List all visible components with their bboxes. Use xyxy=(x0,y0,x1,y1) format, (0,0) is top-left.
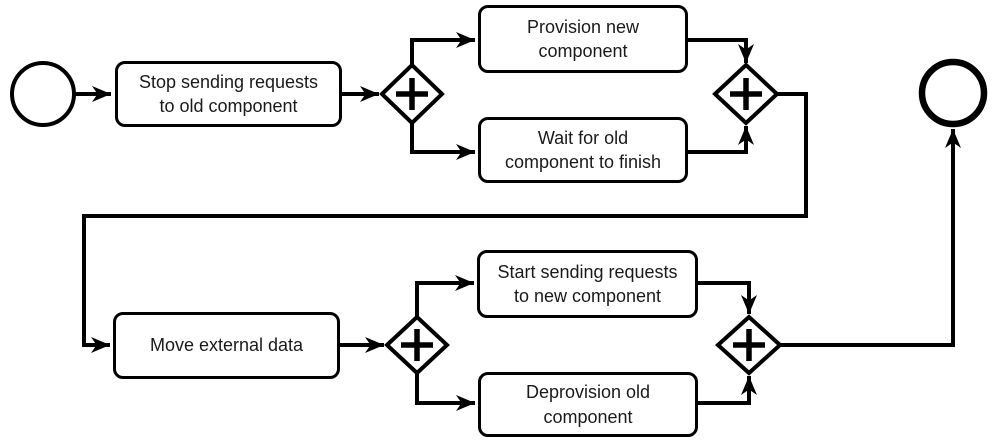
end-event xyxy=(918,58,988,128)
plus-icon xyxy=(730,78,762,110)
task-deprovision-old-component: Deprovision old component xyxy=(478,372,698,437)
flow-split2-to-start-requests xyxy=(415,275,474,320)
flow-join1-to-move-data xyxy=(82,92,808,353)
flow-join2-to-end xyxy=(780,129,961,347)
task-provision-new-component: Provision new component xyxy=(478,5,688,73)
plus-icon xyxy=(401,329,433,361)
plus-icon xyxy=(396,78,428,110)
gateway-plus-icons xyxy=(396,78,765,361)
flow-provision-to-join1 xyxy=(688,38,754,63)
sequence-flows xyxy=(74,32,961,411)
flow-split1-to-wait xyxy=(410,120,475,160)
start-event xyxy=(10,61,76,127)
flow-wait-to-join1 xyxy=(688,126,754,154)
task-wait-for-old-component: Wait for old component to finish xyxy=(478,117,688,183)
flow-split1-to-provision xyxy=(410,32,475,68)
flow-split2-to-deprovision xyxy=(415,371,475,411)
flow-deprovision-to-join2 xyxy=(698,376,757,405)
flow-start-requests-to-join2 xyxy=(698,281,757,314)
task-stop-sending-requests: Stop sending requests to old component xyxy=(115,61,342,127)
parallel-gateways xyxy=(379,62,783,376)
task-move-external-data: Move external data xyxy=(113,312,340,379)
plus-icon xyxy=(733,329,765,361)
task-start-sending-requests: Start sending requests to new component xyxy=(477,250,698,318)
